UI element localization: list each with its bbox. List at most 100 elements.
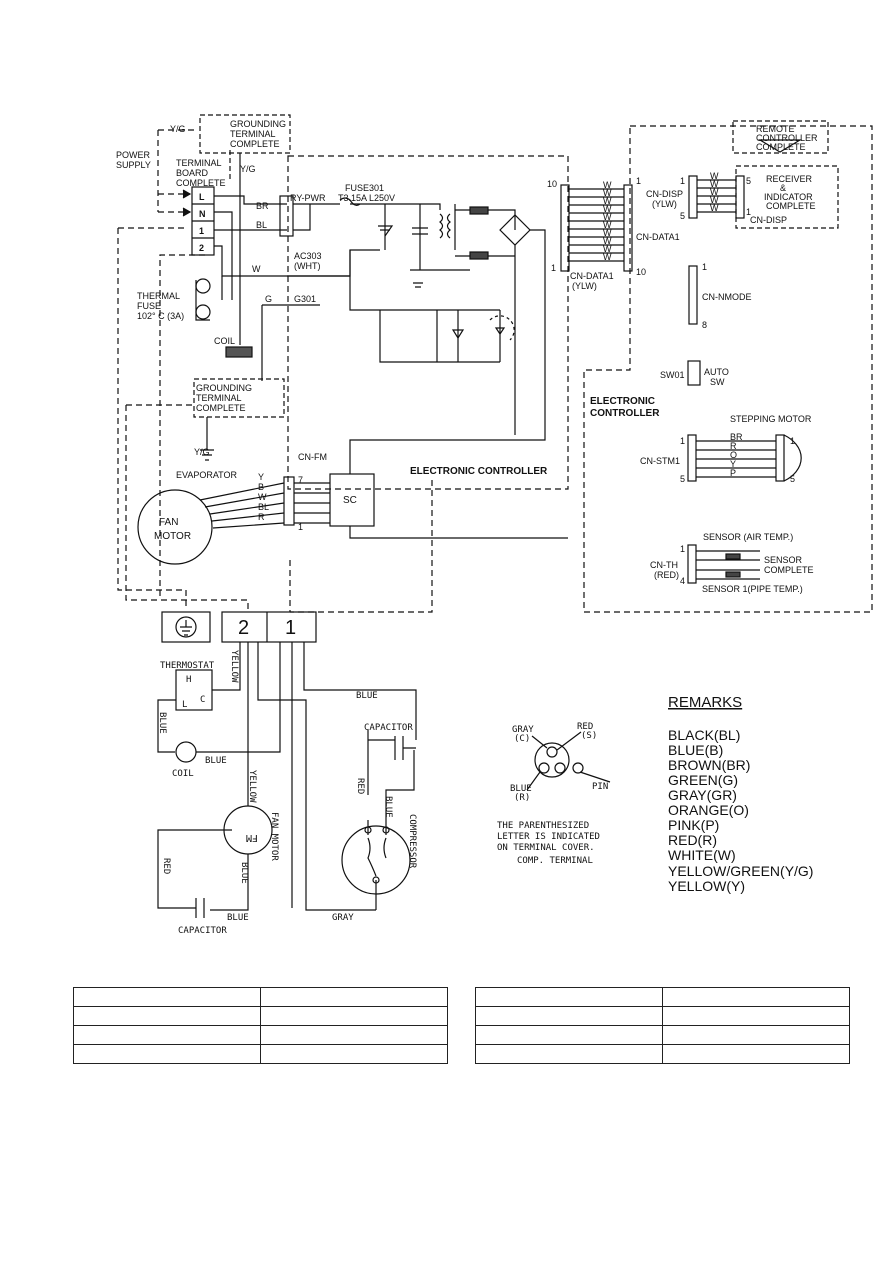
svg-text:W: W: [603, 188, 612, 198]
remark-item: BROWN(BR): [668, 757, 750, 773]
terminal-2: 2: [199, 243, 204, 253]
ac303-label-2: (WHT): [294, 261, 321, 271]
remark-item: BLACK(BL): [668, 727, 740, 743]
cn-disp-label: CN-DISP: [646, 189, 683, 199]
disp-pin-5-left: 5: [680, 211, 685, 221]
table-row: [475, 987, 850, 1007]
wire-br-label: BR: [256, 201, 269, 211]
fm-pin-1: 1: [298, 522, 303, 532]
comp-terminal: [534, 742, 570, 778]
display-controller-frame: [583, 125, 873, 613]
comp-red-letter: (S): [581, 731, 597, 741]
stm-wire-o: O: [730, 450, 737, 460]
wire-w-label: W: [252, 264, 261, 274]
sensor-air-label: SENSOR (AIR TEMP.): [703, 532, 793, 542]
wire-red-label-1: RED: [355, 778, 365, 794]
fm-pin-7: 7: [298, 475, 303, 485]
cn-stm1-label: CN-STM1: [640, 456, 680, 466]
cn-data1-label: CN-DATA1: [570, 271, 614, 281]
stm-wire-r: R: [730, 441, 737, 451]
svg-text:W: W: [603, 228, 612, 238]
thermostat-pin-c: C: [200, 695, 205, 705]
table-row: [73, 1025, 448, 1045]
sensor-complete-label-1: SENSOR: [764, 555, 803, 565]
yg-label-bottom: Y/G: [194, 447, 210, 457]
electronic-controller-frame: [287, 155, 569, 490]
comp-gray-letter: (C): [514, 734, 530, 744]
svg-text:W: W: [710, 195, 719, 205]
table-cell: [260, 1044, 448, 1064]
thermostat-pin-h: H: [186, 675, 191, 685]
stm-wire-y: Y: [730, 459, 736, 469]
table-cell: [73, 1044, 261, 1064]
fm-wire-y: Y: [258, 472, 264, 482]
disp-pin-1-right: 1: [746, 207, 751, 217]
auto-sw-label-2: SW: [710, 377, 725, 387]
fm-wire-w: W: [258, 492, 267, 502]
auto-sw-label-1: AUTO: [704, 367, 729, 377]
cn-disp-right: [735, 175, 745, 219]
table-row: [73, 987, 448, 1007]
table-row: [475, 1025, 850, 1045]
yg-label-top: Y/G: [170, 124, 186, 134]
grounding-top-label-2: TERMINAL: [230, 129, 276, 139]
wire-blue-label-6: BLUE: [227, 913, 249, 923]
terminal-1: 1: [199, 226, 204, 236]
wire-gray-label: GRAY: [332, 913, 354, 923]
wire-g-label: G: [265, 294, 272, 304]
coil-symbol: [225, 346, 253, 358]
cn-data1-right-label: CN-DATA1: [636, 232, 680, 242]
terminal-board-label-2: BOARD: [176, 168, 209, 178]
outdoor-terminal-block: [221, 611, 317, 643]
outdoor-coil-label: COIL: [172, 769, 194, 779]
comp-pin-label: PIN: [592, 782, 608, 792]
receiver-label-1: RECEIVER: [766, 174, 813, 184]
stm-pin-1-left: 1: [680, 436, 685, 446]
electronic-controller-right-2: CONTROLLER: [590, 408, 660, 419]
comp-red-label: RED: [577, 722, 593, 732]
svg-text:W: W: [603, 252, 612, 262]
disp-pin-1-left: 1: [680, 176, 685, 186]
table-cell: [475, 1044, 663, 1064]
remote-label-2: CONTROLLER: [756, 133, 818, 143]
stm-wire-p: P: [730, 468, 736, 478]
table-cell: [475, 1006, 663, 1026]
remarks-title: REMARKS: [668, 694, 742, 711]
sensor-pipe-label: SENSOR 1(PIPE TEMP.): [702, 584, 803, 594]
remark-item: GREEN(G): [668, 772, 738, 788]
svg-text:W: W: [710, 187, 719, 197]
sw01-label: SW01: [660, 370, 685, 380]
table-cell: [260, 1006, 448, 1026]
table-row: [73, 1044, 448, 1064]
nmode-pin-1: 1: [702, 262, 707, 272]
table-cell: [662, 1044, 850, 1064]
cn-th-red: (RED): [654, 570, 679, 580]
auto-switch: [687, 360, 701, 386]
table-cell: [662, 987, 850, 1007]
terminal-l: L: [199, 192, 205, 202]
data1-pin-10-right: 10: [636, 267, 646, 277]
grounding-bottom-label-2: TERMINAL: [196, 393, 242, 403]
comp-gray-label: GRAY: [512, 725, 534, 735]
wire-blue-label-4: BLUE: [383, 796, 393, 818]
cn-nmode-label: CN-NMODE: [702, 292, 752, 302]
cn-disp-ylw: (YLW): [652, 199, 677, 209]
terminal-n: N: [199, 209, 206, 219]
wire-yellow-label-2: YELLOW: [247, 770, 257, 803]
svg-text:W: W: [603, 204, 612, 214]
remark-item: GRAY(GR): [668, 787, 737, 803]
remark-item: WHITE(W): [668, 847, 736, 863]
svg-text:W: W: [603, 212, 612, 222]
thermostat: [175, 669, 213, 711]
wire-bl-label: BL: [256, 220, 267, 230]
comp-note-1: THE PARENTHESIZED: [497, 821, 589, 831]
cn-data1-right: [623, 184, 633, 272]
data1-pin-1-left: 1: [551, 263, 556, 273]
thermal-fuse-label-1: THERMAL: [137, 291, 180, 301]
table-cell: [475, 1025, 663, 1045]
grounding-bottom-label-1: GROUNDING: [196, 383, 252, 393]
stm-pin-5-left: 5: [680, 474, 685, 484]
cn-disp-right-label: CN-DISP: [750, 215, 787, 225]
wire-blue-label-2: BLUE: [205, 756, 227, 766]
cn-th-label: CN-TH: [650, 560, 678, 570]
